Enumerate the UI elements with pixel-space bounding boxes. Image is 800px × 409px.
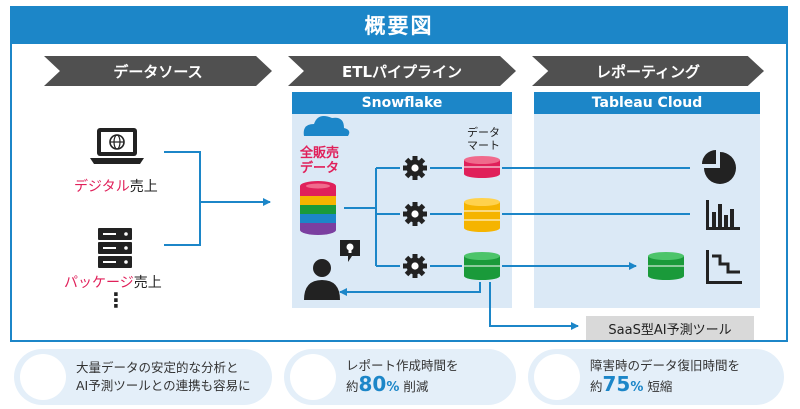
gear-icon [403,254,427,278]
source-package-black: 売上 [133,275,162,291]
saas-tool-box: SaaS型AI予測ツール [586,316,754,340]
benefit-card: 障害時のデータ復旧時間を 約75% 短縮 [528,349,784,405]
stage-datasource-label: データソース [113,62,203,81]
benefit-line1: レポート作成時間を [346,358,459,373]
benefit-suffix: 短縮 [643,379,673,394]
benefit-prefix: 約 [346,379,359,394]
mart-green-icon [464,252,500,280]
benefit-line1: 障害時のデータ復旧時間を [590,358,741,373]
lightbulb-icon [340,240,360,262]
etl-connectors [339,167,690,330]
globe-laptop-icon [90,128,144,164]
mart-red-icon [464,156,500,178]
gear-icon [403,156,427,180]
benefit-icon-circle [290,354,336,400]
source-package-pink: パッケージ [64,275,134,291]
benefit-line2: 約75% 短縮 [590,372,740,397]
pie-chart-icon [702,150,736,184]
benefit-line2: AI予測ツールとの連携も容易に [76,378,251,393]
tableau-panel: Tableau Cloud [534,92,760,308]
benefit-unit: % [386,380,400,395]
benefit-text: レポート作成時間を 約80% 削減 [346,357,459,397]
source-more-dots: ⋮ [106,288,126,312]
diagram-title: 概要図 [10,6,788,44]
mart-label: データ マート [467,126,500,152]
benefit-text: 障害時のデータ復旧時間を 約75% 短縮 [590,357,740,397]
benefit-number: 80 [358,372,387,396]
db-label-line2: データ [300,161,340,176]
benefit-icon-circle [534,354,580,400]
benefit-unit: % [630,380,644,395]
benefit-card: 大量データの安定的な分析と AI予測ツールとの連携も容易に [14,349,272,405]
bar-chart-icon [706,200,740,230]
source-connectors [164,151,271,246]
db-label-line1: 全販売 [300,146,340,161]
db-label: 全販売 データ [300,146,339,176]
benefit-icon-circle [20,354,66,400]
stage-reporting: レポーティング [532,56,764,86]
stage-etl-label: ETLパイプライン [341,62,463,81]
tableau-data-icon [648,252,684,280]
benefit-suffix: 削減 [399,379,429,394]
snowflake-title: Snowflake [292,92,512,114]
tableau-title: Tableau Cloud [534,92,760,114]
source-package-label: パッケージ売上 [64,272,162,292]
source-digital-label: デジタル売上 [74,176,158,196]
cloud-icon [303,116,350,136]
benefit-text: 大量データの安定的な分析と AI予測ツールとの連携も容易に [76,359,251,395]
mart-yellow-icon [464,198,500,232]
benefit-line1: 大量データの安定的な分析と [76,360,239,375]
benefit-prefix: 約 [590,379,603,394]
source-digital-pink: デジタル [74,179,130,195]
mart-label-line2: マート [467,139,500,152]
person-icon [304,259,340,300]
benefit-line2: 約80% 削減 [346,372,459,397]
server-icon [98,228,132,268]
gear-icon [403,202,427,226]
stage-datasource: データソース [44,56,272,86]
source-digital-black: 売上 [129,179,158,195]
stage-reporting-label: レポーティング [595,62,701,81]
benefit-number: 75 [602,372,631,396]
step-chart-icon [706,250,742,284]
stage-etl: ETLパイプライン [288,56,516,86]
sales-database-icon [300,181,336,235]
mart-label-line1: データ [467,126,500,139]
benefit-card: レポート作成時間を 約80% 削減 [284,349,516,405]
